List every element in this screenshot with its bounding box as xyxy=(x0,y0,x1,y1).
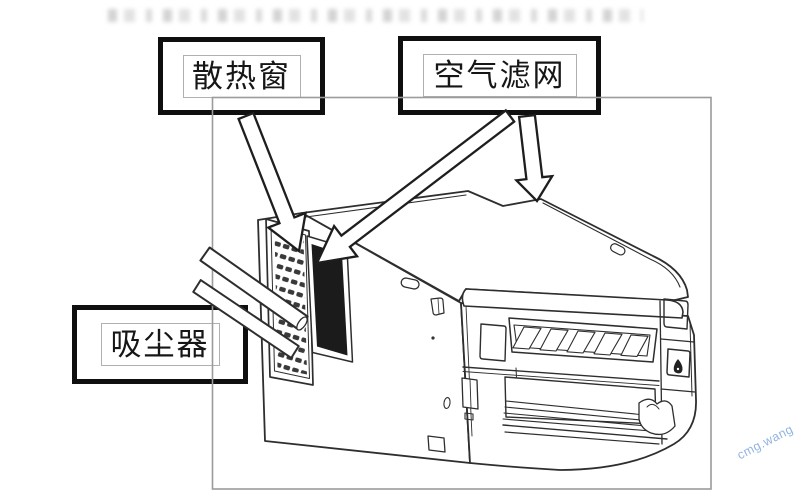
watermark: cmg.wang xyxy=(734,422,796,463)
callout-heat-vent-innerbox: 散热窗 xyxy=(182,54,301,98)
front-button-icon xyxy=(673,359,683,374)
callout-arrows xyxy=(237,108,555,265)
air-filter-frame xyxy=(306,235,354,363)
front-door xyxy=(504,376,657,425)
side-latch xyxy=(461,377,479,410)
vent-grille-inner xyxy=(270,225,310,379)
printer-left-face xyxy=(257,212,471,464)
label-vacuum: 吸尘器 xyxy=(110,327,210,362)
cropped-text-smudge xyxy=(108,9,643,22)
callout-heat-vent: 散热窗 xyxy=(158,37,325,115)
left-foot xyxy=(427,435,446,453)
paper-exit-lines xyxy=(502,400,664,433)
front-right-panel xyxy=(663,298,689,330)
outer-frame xyxy=(211,96,712,490)
arrow-heat-vent xyxy=(237,111,308,254)
output-slot-frame xyxy=(508,317,658,363)
label-heat-vent: 散热窗 xyxy=(192,58,291,94)
printer-front-face xyxy=(460,302,697,471)
vent-grille-slats xyxy=(274,228,307,375)
printer-top-face xyxy=(301,190,689,302)
callout-air-filter: 空气滤网 xyxy=(398,36,601,115)
arrow-air-filter-right xyxy=(513,113,555,203)
callout-vacuum-innerbox: 吸尘器 xyxy=(100,323,220,366)
vent-grille-frame xyxy=(265,218,314,386)
output-slot-opening xyxy=(513,324,651,357)
output-slot-slats xyxy=(512,326,649,358)
callout-air-filter-innerbox: 空气滤网 xyxy=(422,54,577,97)
printer-lid-strip xyxy=(461,288,684,319)
tray-catch xyxy=(638,398,676,436)
callout-vacuum: 吸尘器 xyxy=(72,305,248,384)
front-left-panel xyxy=(479,323,507,362)
top-clip-right xyxy=(610,243,626,256)
label-air-filter: 空气滤网 xyxy=(433,58,566,93)
front-button xyxy=(666,348,691,378)
top-clip-left xyxy=(400,277,420,290)
air-filter-dark xyxy=(311,244,348,356)
arrow-air-filter-left xyxy=(315,108,516,265)
top-hook xyxy=(430,297,445,316)
printer-body xyxy=(257,190,697,471)
